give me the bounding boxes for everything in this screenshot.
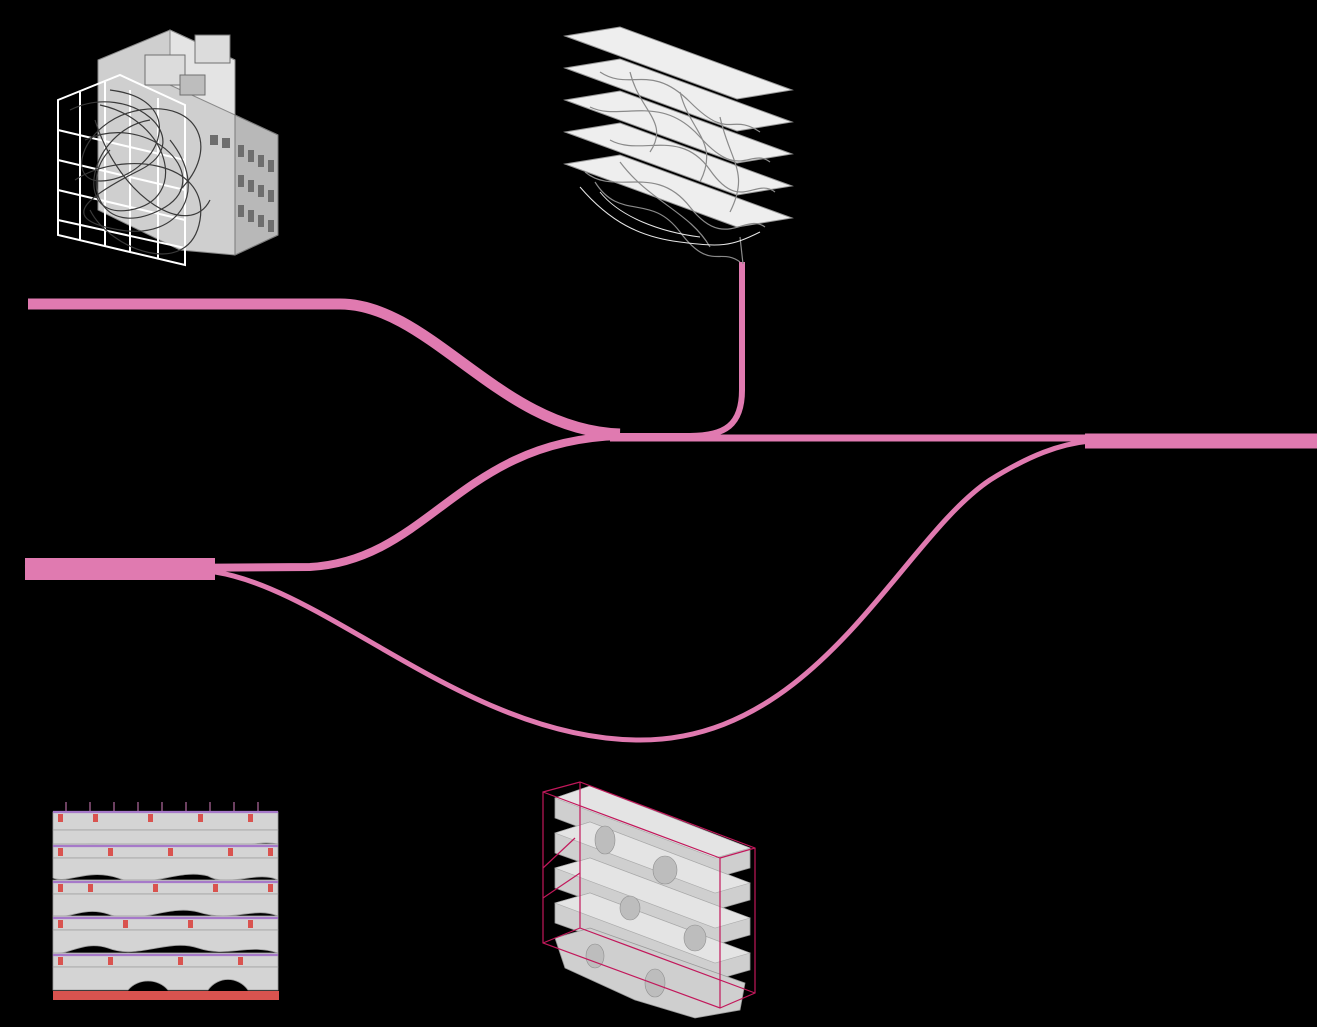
isometric-mesh-structure-icon [542, 781, 756, 1019]
flow-lower-loop [214, 438, 1091, 743]
section-elevation-drawing-icon [52, 802, 279, 1000]
exploded-floor-slabs-icon [563, 26, 794, 265]
flow-upper-left [28, 298, 621, 440]
flow-lower-left [24, 432, 621, 573]
isometric-building-with-tangled-wire-icon [57, 29, 279, 267]
flow-from-slabs [620, 262, 745, 439]
